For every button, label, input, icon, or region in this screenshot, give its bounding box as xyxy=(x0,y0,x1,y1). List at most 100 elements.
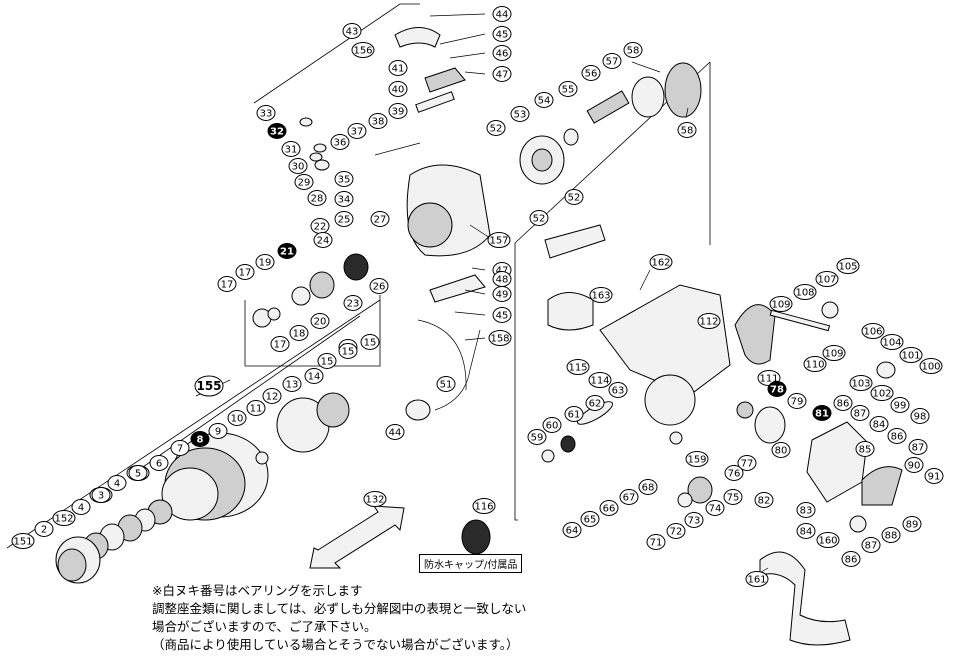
callout-bubble xyxy=(869,416,889,432)
callout-bubble xyxy=(330,134,350,150)
callout-bubble xyxy=(793,284,817,300)
callout-number: 84 xyxy=(800,527,813,538)
callout-number: 99 xyxy=(894,401,907,412)
callout-number: 38 xyxy=(372,117,385,128)
callout-bubble xyxy=(288,158,308,174)
callout-number: 15 xyxy=(321,357,334,368)
part-callout: 86 xyxy=(887,428,907,444)
callout-bubble xyxy=(388,81,408,97)
callout-bubble xyxy=(343,295,363,311)
part-callout: 155 xyxy=(194,375,224,397)
callout-bubble xyxy=(812,405,832,421)
callout-number: 87 xyxy=(865,541,878,552)
part-callout: 62 xyxy=(585,395,605,411)
callout-number: 2 xyxy=(41,525,47,536)
callout-number: 86 xyxy=(845,555,858,566)
callout-bubble xyxy=(677,122,697,138)
callout-number: 52 xyxy=(533,214,546,225)
part-callout: 159 xyxy=(685,451,709,467)
callout-bubble xyxy=(190,431,210,447)
part-callout: 22 xyxy=(310,218,330,234)
callout-number: 116 xyxy=(474,502,493,513)
callout-bubble xyxy=(304,368,324,384)
callout-number: 112 xyxy=(699,317,718,328)
callout-bubble xyxy=(492,6,512,22)
callout-number: 52 xyxy=(490,124,503,135)
part-callout: 71 xyxy=(646,534,666,550)
part-callout: 157 xyxy=(487,232,511,248)
callout-number: 46 xyxy=(496,49,509,60)
part-callout: 6 xyxy=(149,455,169,471)
callout-bubble xyxy=(487,232,511,248)
callout-number: 60 xyxy=(546,421,559,432)
callout-bubble xyxy=(194,375,224,397)
part-callout: 30 xyxy=(288,158,308,174)
callout-bubble xyxy=(580,511,600,527)
part-callout: 83 xyxy=(796,502,816,518)
callout-number: 101 xyxy=(901,351,920,362)
part-callout: 85 xyxy=(855,441,875,457)
callout-number: 44 xyxy=(389,428,402,439)
callout-bubble xyxy=(767,381,787,397)
callout-bubble xyxy=(363,491,387,507)
part-callout: 84 xyxy=(796,523,816,539)
callout-number: 32 xyxy=(270,127,284,138)
callout-bubble xyxy=(317,353,337,369)
callout-number: 27 xyxy=(374,215,387,226)
part-callout: 44 xyxy=(492,6,512,22)
callout-number: 24 xyxy=(317,236,330,247)
callout-bubble xyxy=(91,487,111,503)
callout-number: 20 xyxy=(314,317,327,328)
callout-bubble xyxy=(558,81,578,97)
callout-bubble xyxy=(803,356,827,372)
callout-bubble xyxy=(910,408,930,424)
callout-number: 59 xyxy=(531,433,544,444)
callout-number: 103 xyxy=(851,379,870,390)
callout-number: 89 xyxy=(906,520,919,531)
callout-number: 79 xyxy=(791,397,804,408)
part-callout: 15 xyxy=(338,343,358,359)
callout-number: 22 xyxy=(314,222,327,233)
part-callout: 35 xyxy=(334,171,354,187)
callout-bubble xyxy=(289,325,309,341)
callout-bubble xyxy=(890,397,910,413)
part-callout: 105 xyxy=(836,258,860,274)
part-callout: 17 xyxy=(270,336,290,352)
part-callout: 87 xyxy=(861,537,881,553)
callout-bubble xyxy=(619,489,639,505)
part-callout: 91 xyxy=(924,468,944,484)
part-callout: 152 xyxy=(52,510,76,526)
part-callout: 40 xyxy=(388,81,408,97)
part-callout: 49 xyxy=(492,286,512,302)
part-callout: 78 xyxy=(767,381,787,397)
group-frames xyxy=(6,3,711,549)
callout-number: 72 xyxy=(670,527,683,538)
callout-number: 91 xyxy=(928,472,941,483)
callout-number: 87 xyxy=(854,409,867,420)
callout-bubble xyxy=(256,105,276,121)
part-callout: 58 xyxy=(677,122,697,138)
callout-bubble xyxy=(360,334,380,350)
callout-bubble xyxy=(351,42,375,58)
callout-number: 56 xyxy=(585,69,598,80)
callout-bubble xyxy=(841,551,861,567)
part-callout: 52 xyxy=(564,189,584,205)
part-callout: 45 xyxy=(492,307,512,323)
part-callout: 65 xyxy=(580,511,600,527)
part-callout: 109 xyxy=(822,345,846,361)
part-callout: 106 xyxy=(861,323,885,339)
callout-number: 44 xyxy=(496,10,509,21)
callout-number: 12 xyxy=(266,392,279,403)
callout-bubble xyxy=(436,376,456,392)
callout-number: 162 xyxy=(651,258,670,269)
callout-number: 156 xyxy=(353,46,372,57)
part-callout: 75 xyxy=(723,489,743,505)
callout-bubble xyxy=(649,254,673,270)
part-callout: 101 xyxy=(899,347,923,363)
part-callout: 11 xyxy=(246,400,266,416)
callout-bubble xyxy=(924,468,944,484)
part-callout: 87 xyxy=(850,405,870,421)
callout-bubble xyxy=(564,406,584,422)
callout-bubble xyxy=(666,523,686,539)
callout-number: 159 xyxy=(687,455,706,466)
